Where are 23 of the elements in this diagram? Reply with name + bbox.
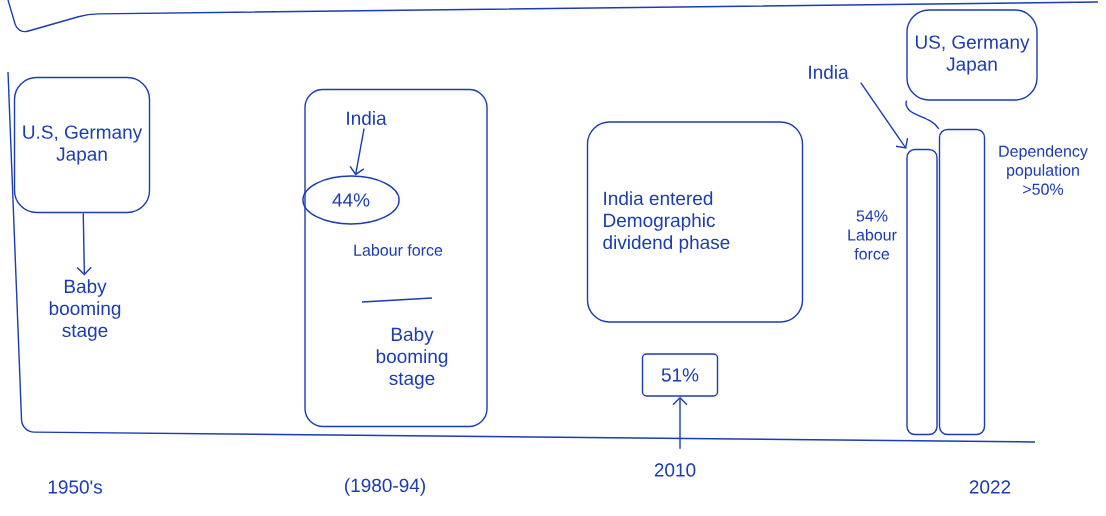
- bar: [938, 128, 986, 436]
- side-label: Labour force: [354, 244, 443, 256]
- year-label: 2022: [969, 480, 1011, 494]
- country-box: US, Germany Japan: [906, 9, 1038, 101]
- arrow: [349, 127, 365, 176]
- side-label: 54% Labour force: [848, 210, 897, 260]
- percent-oval: 44%: [302, 175, 400, 225]
- year-label: (1980-94): [345, 478, 425, 496]
- label-text: India: [809, 65, 849, 79]
- percent-box: 51%: [641, 353, 719, 397]
- side-label: Dependency population >50%: [999, 145, 1088, 195]
- year-label: 1950's: [48, 480, 102, 494]
- arrow: [860, 81, 909, 149]
- info-box: India entered Demographic dividend phase: [586, 121, 804, 323]
- label-text: Baby booming stage: [376, 327, 448, 389]
- label-text: Baby booming stage: [49, 279, 121, 341]
- year-label: 2010: [654, 463, 696, 477]
- country-box: U.S, Germany Japan: [13, 76, 151, 214]
- arrow: [76, 212, 92, 276]
- label-text: India: [347, 111, 387, 125]
- bar: [906, 148, 938, 436]
- arrow: [672, 396, 688, 450]
- panel-box: [304, 88, 488, 428]
